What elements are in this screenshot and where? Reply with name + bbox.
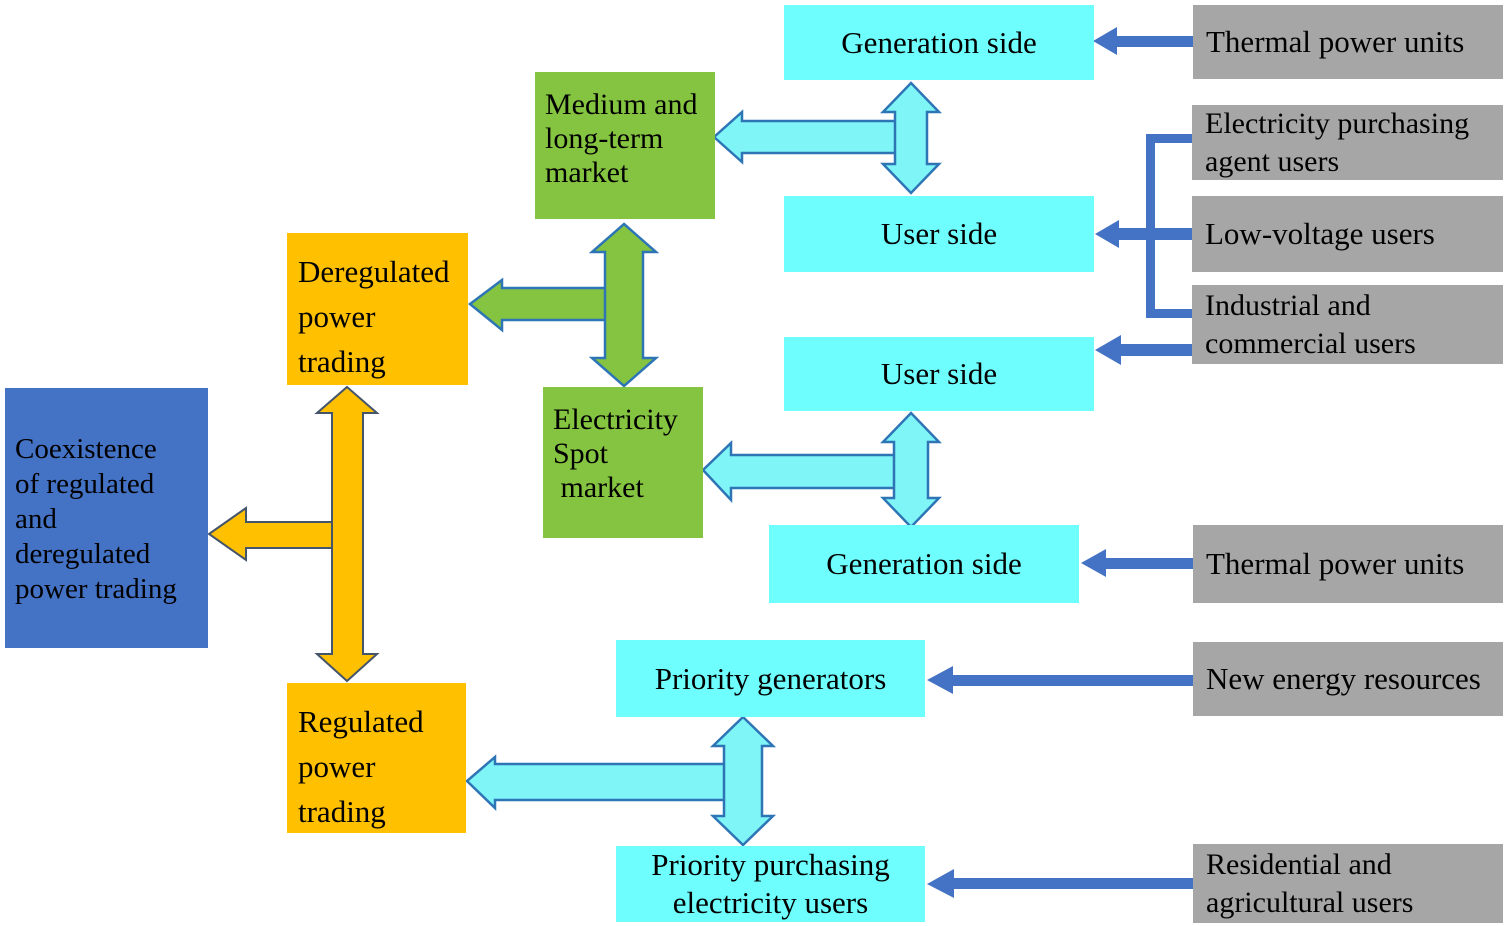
node-residential-agricultural-users: Residential and agricultural users xyxy=(1193,844,1503,923)
node-coexistence: Coexistence of regulated and deregulated… xyxy=(5,388,208,648)
node-industrial-commercial-users: Industrial and commercial users xyxy=(1192,285,1503,364)
orange-arrow-to-coexistence xyxy=(207,506,353,562)
node-new-energy-resources: New energy resources xyxy=(1193,642,1503,716)
node-thermal-power-units-mid: Thermal power units xyxy=(1193,525,1503,603)
cyan-double-arrow-priority-generators-users xyxy=(709,715,777,847)
node-generation-side-mid: Generation side xyxy=(769,525,1079,603)
node-user-side-mid: User side xyxy=(784,337,1094,411)
node-low-voltage-users: Low-voltage users xyxy=(1192,196,1503,272)
blue-arrow-industrial-to-user-side-mid xyxy=(1095,335,1192,365)
blue-arrow-thermal-to-generation-top xyxy=(1093,27,1193,55)
node-priority-purchasing-users: Priority purchasing electricity users xyxy=(616,846,925,922)
node-medium-long-term-market: Medium and long-term market xyxy=(535,72,715,219)
node-priority-generators: Priority generators xyxy=(616,640,925,717)
node-generation-side-top: Generation side xyxy=(784,5,1094,80)
node-thermal-power-units-top: Thermal power units xyxy=(1193,5,1503,79)
blue-arrow-thermal-to-generation-mid xyxy=(1081,549,1193,577)
blue-arrow-users-to-user-side-top xyxy=(1095,220,1192,248)
cyan-arrow-to-medium-long-term-market xyxy=(712,109,918,165)
green-double-arrow-markets xyxy=(588,222,660,388)
cyan-double-arrow-generation-user-top xyxy=(880,81,942,195)
blue-trunk-agent-industrial-users xyxy=(1146,134,1192,318)
cyan-arrow-to-electricity-spot-market xyxy=(701,440,918,504)
blue-arrow-residential-to-priority-users xyxy=(927,869,1193,898)
node-regulated-power-trading: Regulated power trading xyxy=(287,683,466,833)
orange-double-arrow-deregulated-regulated xyxy=(314,385,380,683)
node-electricity-spot-market: Electricity Spot market xyxy=(543,387,703,538)
cyan-arrow-to-regulated-power-trading xyxy=(465,754,750,811)
node-user-side-top: User side xyxy=(784,196,1094,272)
node-electricity-purchasing-agent-users: Electricity purchasing agent users xyxy=(1192,105,1503,180)
node-deregulated-power-trading: Deregulated power trading xyxy=(287,233,468,385)
blue-arrow-new-energy-to-priority-generators xyxy=(927,666,1193,694)
